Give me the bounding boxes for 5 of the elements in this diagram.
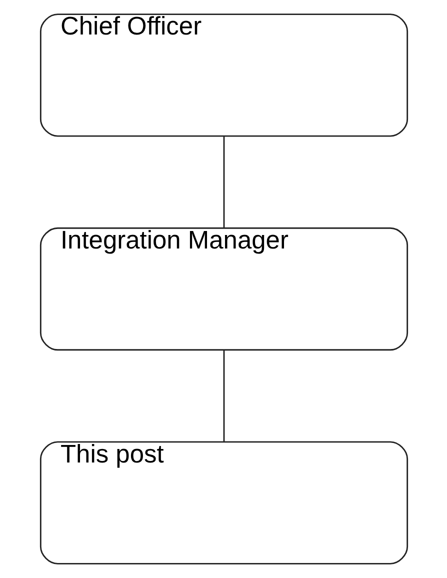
connector [222, 350, 224, 442]
node-box: This post [39, 441, 408, 564]
node-box: Chief Officer [39, 14, 408, 137]
connector [222, 136, 224, 228]
node-box: Integration Manager [39, 227, 408, 351]
